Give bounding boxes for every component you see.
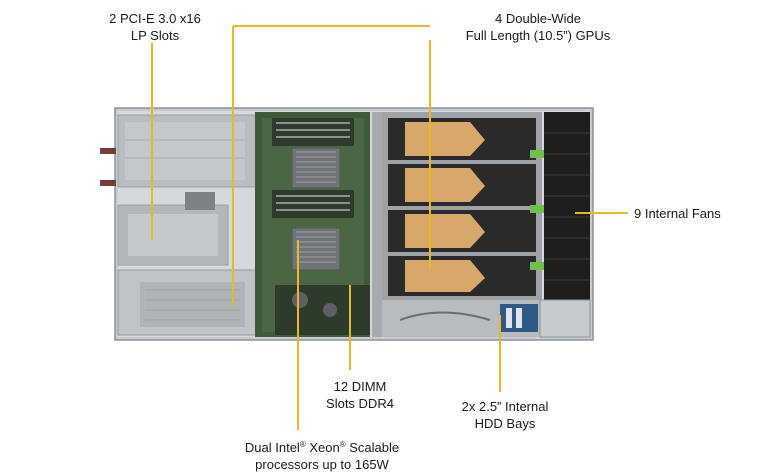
pcie-label-line2: LP Slots bbox=[130, 28, 180, 43]
dimm-label: 12 DIMM Slots DDR4 bbox=[315, 378, 405, 412]
cpu-label-c: Scalable bbox=[345, 440, 400, 455]
rear-connectors bbox=[100, 148, 116, 186]
registered-mark-2: ® bbox=[339, 440, 346, 449]
gpu-card bbox=[388, 256, 536, 296]
gpu-label-line2: Full Length (10.5”) GPUs bbox=[465, 28, 611, 43]
front-drive bbox=[539, 299, 591, 338]
lower-board-area bbox=[275, 285, 370, 335]
gpu-label: 4 Double-Wide Full Length (10.5”) GPUs bbox=[453, 10, 623, 44]
dimm-slots bbox=[272, 118, 354, 218]
gpu-card bbox=[388, 164, 536, 206]
registered-mark: ® bbox=[299, 440, 306, 449]
dimm-label-line1: 12 DIMM bbox=[333, 379, 387, 394]
cpu-label: Dual Intel® Xeon® Scalable processors up… bbox=[222, 436, 422, 473]
cpu-label-line1: Dual Intel® Xeon® Scalable bbox=[222, 436, 422, 456]
hdd-bays bbox=[382, 300, 542, 337]
fans-label-line1: 9 Internal Fans bbox=[634, 206, 721, 221]
center-divider bbox=[372, 112, 382, 337]
gpu-label-line1: 4 Double-Wide bbox=[495, 11, 581, 26]
gpu-card bbox=[388, 210, 536, 252]
power-supply bbox=[117, 269, 269, 336]
pcie-label-line1: 2 PCI-E 3.0 x16 bbox=[109, 11, 201, 26]
dimm-label-line2: Slots DDR4 bbox=[326, 396, 394, 411]
cpu-label-a: Dual Intel bbox=[244, 440, 300, 455]
pcie-riser-area bbox=[117, 114, 259, 266]
hdd-label-line2: HDD Bays bbox=[474, 416, 536, 431]
hdd-label-line1: 2x 2.5” Internal bbox=[461, 399, 549, 414]
gpu-card bbox=[388, 118, 536, 160]
cpu-label-line2: processors up to 165W bbox=[255, 457, 389, 472]
fans-label: 9 Internal Fans bbox=[634, 205, 744, 222]
gpu-bay bbox=[382, 112, 542, 300]
internal-fans bbox=[530, 112, 590, 300]
hdd-label: 2x 2.5” Internal HDD Bays bbox=[440, 398, 570, 432]
callout-leader-lines bbox=[151, 25, 628, 430]
cpu-label-b: Xeon bbox=[305, 440, 340, 455]
cpu-heatsinks bbox=[291, 147, 341, 271]
pcie-slots-label: 2 PCI-E 3.0 x16 LP Slots bbox=[95, 10, 215, 44]
